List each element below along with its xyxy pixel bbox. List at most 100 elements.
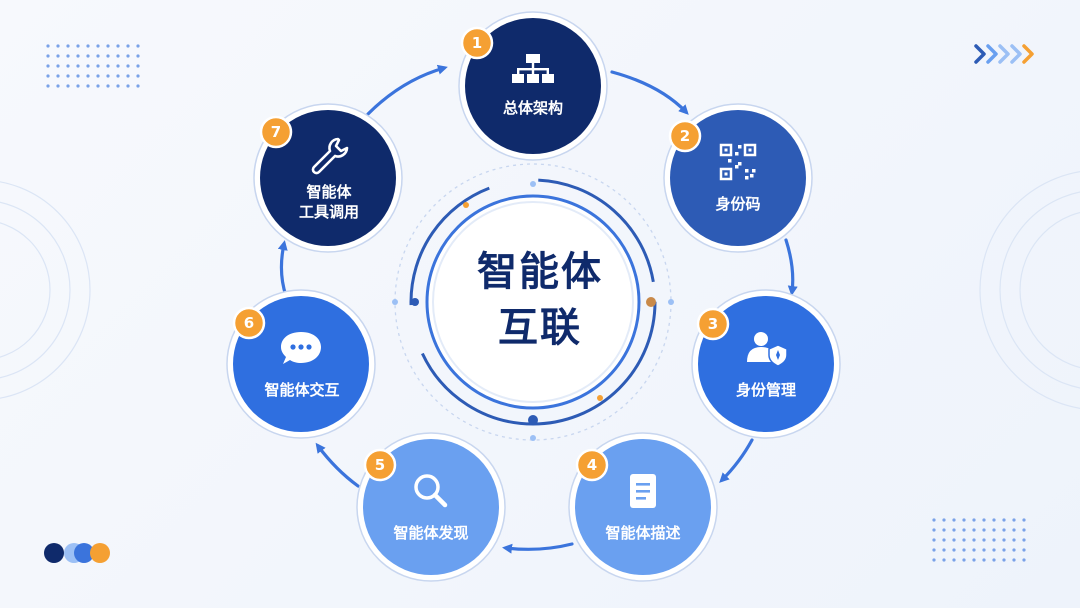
node-badge-circle [259,115,293,149]
decor-dot [126,44,130,48]
decor-dot [136,74,140,78]
node-label-2: 身份码 [715,195,761,213]
node-badge-circle [460,26,494,60]
decor-dot [992,538,996,542]
cycle-node-3 [691,289,841,439]
decor-dot [76,54,80,58]
decor-dot [932,548,936,552]
decor-dot [86,84,90,88]
decor-dot [982,548,986,552]
decor-dot [962,518,966,522]
decor-dot [126,54,130,58]
cycle-node-7 [253,103,403,253]
chat-bubble-icon [281,332,321,364]
decor-dot [1012,548,1016,552]
decor-dot [56,64,60,68]
node-label-7-line2: 工具调用 [298,203,359,221]
cycle-arrow-3 [719,438,754,483]
node-label-6: 智能体交互 [264,381,340,399]
decor-dot [46,64,50,68]
decor-dot [952,548,956,552]
decor-dot [46,84,50,88]
node-badge-5: 5 [374,456,386,474]
decor-dot [136,54,140,58]
node-disc [233,296,369,432]
decor-dot [76,74,80,78]
decor-dot [982,528,986,532]
decor-dot-grid-bottom-right [932,518,1026,562]
node-disc [260,110,396,246]
node-badge-2: 2 [679,127,691,145]
decor-dot [126,74,130,78]
decor-dot [56,74,60,78]
decor-dot [56,84,60,88]
node-badge-circle [363,448,397,482]
decor-dot [932,538,936,542]
node-badge-circle [232,306,266,340]
node-label-5: 智能体发现 [393,524,469,542]
cycle-arrow-5 [315,442,360,488]
decor-dot [942,528,946,532]
node-badge-6: 6 [243,314,255,332]
decor-dot [1022,528,1026,532]
decor-dot [1002,518,1006,522]
cycle-arrow-2 [784,238,798,296]
center-hub [392,163,674,441]
decor-dot [136,84,140,88]
decor-dot [1012,518,1016,522]
cycle-node-5 [356,432,506,582]
decor-dot [962,548,966,552]
center-title: 智能体 互联 [430,244,650,356]
node-disc [670,110,806,246]
cycle-node-2 [663,103,813,253]
decor-dot [992,558,996,562]
wrench-icon [311,137,349,175]
decor-dot [106,64,110,68]
decor-dot [116,64,120,68]
node-label-1: 总体架构 [502,99,563,117]
decor-dot [136,64,140,68]
decor-dot [942,538,946,542]
decor-dot [962,538,966,542]
document-icon [630,474,656,508]
decor-dot [972,548,976,552]
node-badge-7: 7 [270,123,282,141]
decor-dot [116,84,120,88]
decor-chevrons-icon [974,44,1034,64]
decor-side-rings [0,171,1080,409]
decor-dot [76,64,80,68]
decor-dot [1022,548,1026,552]
decor-dot [1002,558,1006,562]
decor-dot [932,558,936,562]
decor-dot [982,538,986,542]
decor-circles-icon [44,543,110,563]
decor-dot [126,64,130,68]
decor-dot [962,528,966,532]
decor-dot [952,518,956,522]
decor-dot [46,74,50,78]
decor-dot [96,44,100,48]
node-label-7-line1: 智能体 [306,183,352,201]
decor-dot [1002,538,1006,542]
decor-dot [106,44,110,48]
node-label-3: 身份管理 [735,381,796,399]
decor-dot [1002,528,1006,532]
decor-dot [96,84,100,88]
cycle-arrow-7 [366,64,448,116]
decor-dot [116,74,120,78]
decor-dot [106,84,110,88]
decor-dot [106,54,110,58]
decor-dot [56,44,60,48]
decor-dot [1022,558,1026,562]
decor-dot [56,54,60,58]
node-badge-circle [668,119,702,153]
decor-dot [66,74,70,78]
hierarchy-icon [512,54,554,83]
search-icon [414,474,448,508]
decor-dot [952,528,956,532]
cycle-node-4 [568,432,718,582]
decor-dot [126,84,130,88]
decor-dot [942,548,946,552]
node-badge-circle [575,448,609,482]
